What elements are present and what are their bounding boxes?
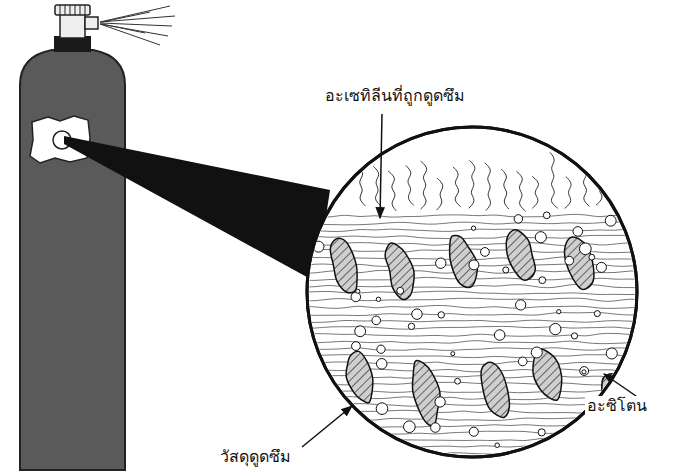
acetylene-bubble (455, 378, 461, 384)
acetylene-bubble (377, 345, 385, 353)
acetylene-bubble (531, 347, 542, 358)
absorbent-particle (481, 362, 509, 417)
vapour-line (596, 157, 603, 205)
acetylene-bubble (351, 292, 361, 302)
acetylene-bubble (376, 359, 387, 370)
acetylene-bubble (376, 297, 380, 301)
absorbent-fibre (300, 459, 645, 462)
acetylene-bubble (565, 256, 574, 265)
absorbent-particle (412, 360, 440, 425)
absorbent-fibre (300, 312, 645, 315)
absorbent-fibre (300, 320, 645, 322)
acetylene-bubble (571, 333, 577, 339)
vapour-line (485, 163, 491, 211)
vapour-line (406, 165, 414, 205)
vapour-line (565, 177, 572, 209)
part-label: อะเซทิลีนที่ถูกดูดซึม (323, 86, 467, 107)
acetylene-bubble (435, 397, 445, 407)
acetylene-bubble (573, 227, 583, 237)
absorbent-particle (330, 238, 357, 292)
vapour-line (580, 150, 589, 206)
acetylene-bubble (557, 310, 561, 314)
absorbent-fibre (300, 214, 645, 217)
absorbent-fibre (300, 221, 645, 225)
acetylene-bubble (319, 386, 328, 395)
acetylene-bubble (596, 262, 606, 272)
acetylene-bubble (535, 232, 546, 243)
acetylene-bubble (627, 354, 636, 363)
acetylene-bubble (494, 330, 505, 341)
vapour-line (532, 176, 538, 208)
magnify-wedge (64, 136, 330, 282)
acetylene-bubble (342, 420, 350, 428)
acetylene-bubble (356, 289, 360, 293)
acetylene-bubble (408, 323, 414, 329)
acetylene-bubble (438, 312, 444, 318)
absorbent-fibre (300, 453, 645, 456)
absorbent-particle (385, 243, 414, 300)
absorbent-fibre (300, 326, 645, 329)
acetylene-bubble (543, 212, 550, 219)
acetylene-bubble (516, 300, 526, 310)
acetylene-bubble (481, 248, 490, 257)
acetylene-bubble (579, 243, 591, 255)
acetylene-bubble (355, 326, 366, 337)
gas-spray (100, 6, 175, 45)
acetylene-bubble (538, 429, 545, 436)
acetylene-bubble (514, 215, 522, 223)
acetylene-bubble (518, 357, 527, 366)
acetylene-bubble (412, 309, 422, 319)
absorbent-particle (506, 230, 535, 281)
acetylene-bubble (589, 254, 595, 260)
acetylene-bubble (469, 427, 478, 436)
acetylene-bubble (431, 423, 440, 432)
vapour-line (437, 178, 443, 210)
acetylene-bubble (352, 342, 361, 351)
acetylene-bubble (544, 444, 556, 456)
absorbent-fibre (300, 438, 645, 441)
part-label: วัสดุดูดซึม (218, 447, 293, 468)
acetylene-bubble (550, 323, 561, 334)
absorbent-particle (565, 237, 594, 290)
absorbent-fibre (300, 341, 645, 344)
gas-cylinder (20, 5, 175, 470)
absorbent-fibre (300, 235, 645, 238)
acetylene-bubble (404, 421, 416, 433)
absorbent-fibre (300, 305, 645, 308)
acetylene-bubble (397, 287, 404, 294)
part-label: อะซิโตน (585, 396, 649, 417)
vapour-line (517, 171, 526, 211)
vapour-line (421, 161, 427, 209)
vapour-line (358, 150, 366, 206)
absorbent-particle (346, 351, 373, 403)
vapour-line (501, 169, 509, 209)
acetylene-bubble (503, 267, 509, 273)
acetylene-bubble (582, 370, 586, 374)
vapour-line (550, 152, 558, 208)
vapour-line (453, 167, 461, 207)
acetylene-bubble (436, 258, 446, 268)
vapour-line (388, 171, 396, 211)
absorbent-fibre (300, 333, 645, 336)
acetylene-bubble (451, 352, 455, 356)
absorbent-fibre (300, 242, 645, 245)
acetylene-bubble (594, 311, 600, 317)
vapour-line (469, 160, 475, 208)
acetylene-bubble (372, 316, 381, 325)
acetylene-bubble (605, 215, 616, 226)
acetylene-bubble (606, 348, 617, 359)
acetylene-bubble (376, 403, 388, 415)
acetylene-bubble (495, 443, 500, 448)
acetylene-bubble (539, 277, 546, 284)
acetylene-bubble (469, 260, 479, 270)
acetylene-bubble (580, 367, 589, 376)
acetylene-bubble (471, 226, 475, 230)
absorbent-fibre (300, 417, 645, 420)
absorbent-fibre (300, 446, 645, 449)
